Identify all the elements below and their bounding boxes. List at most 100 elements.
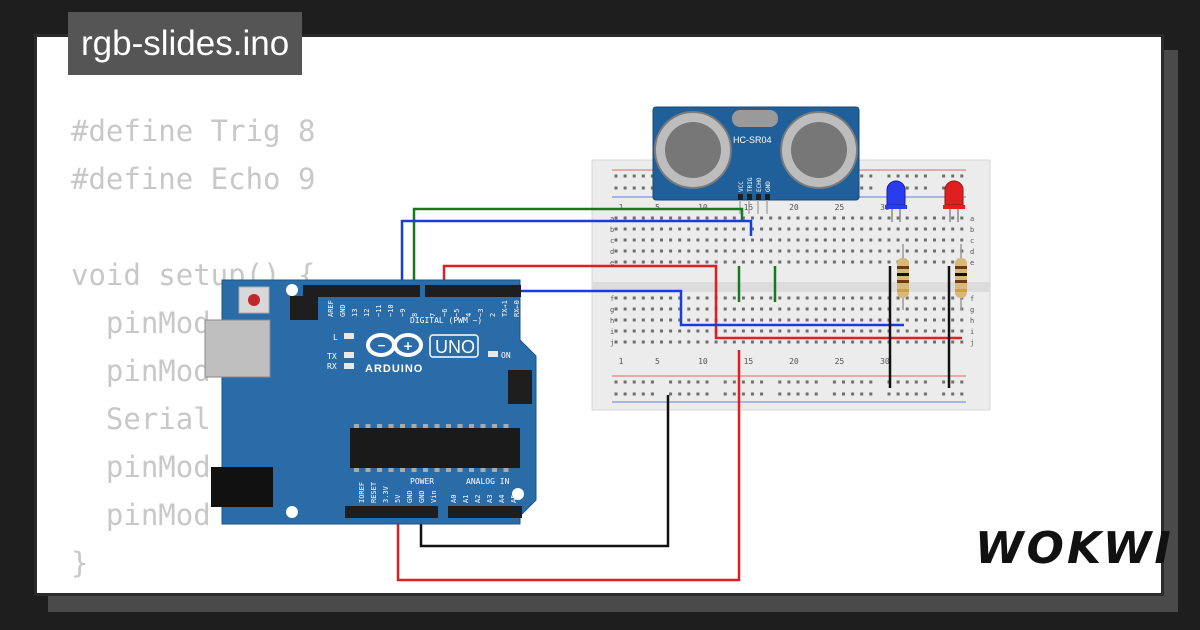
breadboard-hole	[760, 329, 764, 333]
sensor-pin-housing	[738, 194, 743, 200]
breadboard-hole	[687, 238, 691, 242]
breadboard-hole	[732, 216, 736, 220]
row-letter: e	[610, 259, 614, 267]
breadboard-hole	[769, 307, 773, 311]
breadboard-hole	[951, 260, 955, 264]
breadboard-hole	[942, 318, 946, 322]
breadboard-rail-hole	[905, 380, 909, 384]
breadboard-rail-hole	[914, 186, 918, 190]
resistor-band	[955, 280, 967, 283]
breadboard-rail-hole	[869, 186, 873, 190]
usb-port	[204, 319, 271, 378]
row-letter: g	[610, 306, 614, 314]
breadboard-hole	[887, 260, 891, 264]
svg-text:−: −	[377, 339, 386, 352]
breadboard-hole	[933, 227, 936, 231]
breadboard-hole	[814, 318, 818, 322]
row-letter: f	[970, 295, 974, 303]
column-number: 10	[698, 357, 708, 366]
chip-pin	[365, 424, 371, 428]
power-header	[345, 506, 438, 518]
breadboard-hole	[869, 249, 873, 253]
wire-trig-green	[412, 207, 744, 285]
breadboard-rail-hole	[914, 174, 918, 178]
onboard-led-on	[488, 351, 498, 357]
breadboard-hole	[687, 307, 691, 311]
breadboard-hole	[623, 249, 627, 253]
breadboard-hole	[796, 296, 800, 300]
sensor-crystal	[732, 110, 778, 127]
breadboard-hole	[696, 260, 700, 264]
breadboard-hole	[823, 318, 827, 322]
breadboard-rail-hole	[705, 380, 709, 384]
breadboard-rail-hole	[951, 174, 955, 178]
breadboard-hole	[842, 296, 845, 300]
breadboard-hole	[814, 329, 818, 333]
breadboard-hole	[933, 318, 936, 322]
column-number: 1	[619, 357, 624, 366]
breadboard-hole	[623, 329, 627, 333]
breadboard-hole	[787, 249, 791, 253]
breadboard-hole	[723, 318, 727, 322]
breadboard-rail-hole	[942, 186, 946, 190]
arduino-infinity-logo: − +	[366, 333, 423, 357]
breadboard-hole	[805, 238, 809, 242]
breadboard-rail-hole	[923, 380, 927, 384]
breadboard-hole	[650, 329, 654, 333]
breadboard-hole	[832, 318, 836, 322]
breadboard-hole	[632, 238, 636, 242]
chip-pin	[434, 468, 440, 472]
breadboard-rail-hole	[741, 380, 745, 384]
mount-hole	[512, 488, 524, 500]
breadboard-hole	[650, 307, 654, 311]
breadboard-hole	[705, 307, 709, 311]
breadboard-hole	[641, 216, 645, 220]
breadboard-hole	[687, 296, 691, 300]
breadboard-rail-hole	[905, 186, 909, 190]
breadboard-hole	[641, 296, 645, 300]
breadboard-hole	[751, 227, 754, 231]
breadboard-hole	[760, 340, 764, 344]
breadboard-hole	[614, 238, 618, 242]
breadboard-rail-hole	[650, 186, 654, 190]
breadboard-hole	[887, 227, 891, 231]
breadboard-hole	[832, 238, 836, 242]
row-letter: b	[970, 226, 974, 234]
breadboard-hole	[751, 216, 754, 220]
breadboard-hole	[814, 227, 818, 231]
breadboard-hole	[851, 249, 855, 253]
breadboard-hole	[632, 260, 636, 264]
breadboard-hole	[687, 227, 691, 231]
breadboard-hole	[787, 216, 791, 220]
breadboard-hole	[760, 249, 764, 253]
breadboard-hole	[823, 307, 827, 311]
breadboard-hole	[669, 238, 673, 242]
breadboard-rail-hole	[641, 174, 645, 178]
breadboard-hole	[933, 329, 936, 333]
breadboard-hole	[660, 249, 663, 253]
breadboard-hole	[760, 227, 764, 231]
breadboard-hole	[951, 340, 955, 344]
breadboard-hole	[678, 249, 682, 253]
analog-pin-label: A1	[462, 495, 470, 503]
row-letter: e	[970, 259, 974, 267]
breadboard-hole	[678, 307, 682, 311]
breadboard-rail-hole	[732, 380, 736, 384]
chip-pin	[377, 424, 382, 428]
breadboard-hole	[678, 296, 682, 300]
breadboard-rail-hole	[814, 392, 818, 396]
breadboard-hole	[832, 296, 836, 300]
onboard-led	[344, 363, 354, 369]
breadboard-hole	[614, 216, 618, 220]
breadboard-hole	[796, 318, 800, 322]
breadboard-rail-hole	[687, 380, 691, 384]
digital-pin-label: ~9	[399, 309, 407, 317]
breadboard-hole	[741, 307, 745, 311]
breadboard-hole	[723, 249, 727, 253]
led-blue-rim	[885, 205, 907, 209]
microcontroller-chip	[350, 428, 520, 468]
wire-gnd-black	[419, 395, 670, 548]
wire-pin6-red	[442, 264, 962, 340]
breadboard-hole	[951, 249, 955, 253]
digital-header-label: DIGITAL (PWM ~)	[410, 316, 482, 325]
